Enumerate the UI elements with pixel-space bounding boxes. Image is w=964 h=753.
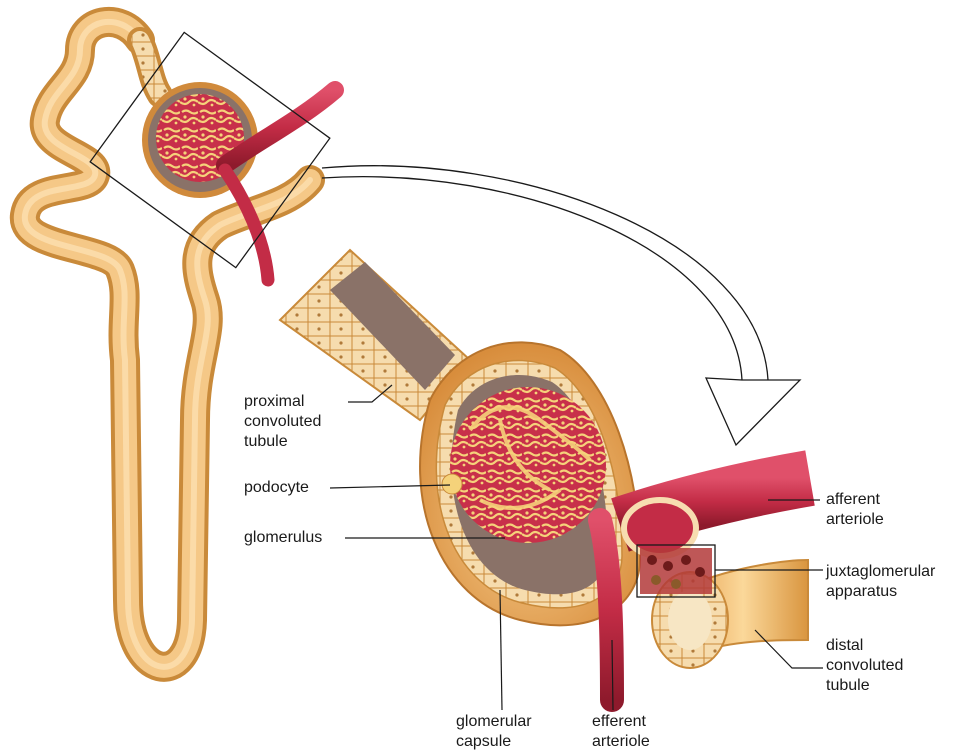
label-line: arteriole xyxy=(592,732,650,752)
label-line: capsule xyxy=(456,732,532,752)
label-juxtaglomerular-apparatus: juxtaglomerular apparatus xyxy=(826,562,935,602)
label-line: tubule xyxy=(826,676,903,696)
label-distal-convoluted-tubule: distal convoluted tubule xyxy=(826,636,903,696)
label-line: arteriole xyxy=(826,510,884,530)
label-line: proximal xyxy=(244,392,321,412)
efferent-arteriole xyxy=(600,520,612,700)
label-line: apparatus xyxy=(826,582,935,602)
label-line: glomerular xyxy=(456,712,532,732)
label-line: efferent xyxy=(592,712,650,732)
label-efferent-arteriole: efferent arteriole xyxy=(592,712,650,752)
label-line: distal xyxy=(826,636,903,656)
label-line: podocyte xyxy=(244,478,309,498)
label-line: glomerulus xyxy=(244,528,322,548)
label-line: afferent xyxy=(826,490,884,510)
afferent-cross-section xyxy=(624,500,696,556)
label-line: convoluted xyxy=(244,412,321,432)
label-line: convoluted xyxy=(826,656,903,676)
label-proximal-convoluted-tubule: proximal convoluted tubule xyxy=(244,392,321,452)
juxtaglomerular-cells xyxy=(640,548,712,594)
label-glomerulus: glomerulus xyxy=(244,528,322,548)
label-glomerular-capsule: glomerular capsule xyxy=(456,712,532,752)
podocyte-cell xyxy=(442,474,462,494)
label-podocyte: podocyte xyxy=(244,478,309,498)
renal-corpuscle-detail xyxy=(280,250,810,700)
label-line: juxtaglomerular xyxy=(826,562,935,582)
label-afferent-arteriole: afferent arteriole xyxy=(826,490,884,530)
label-line: tubule xyxy=(244,432,321,452)
nephron-overview xyxy=(25,22,335,667)
